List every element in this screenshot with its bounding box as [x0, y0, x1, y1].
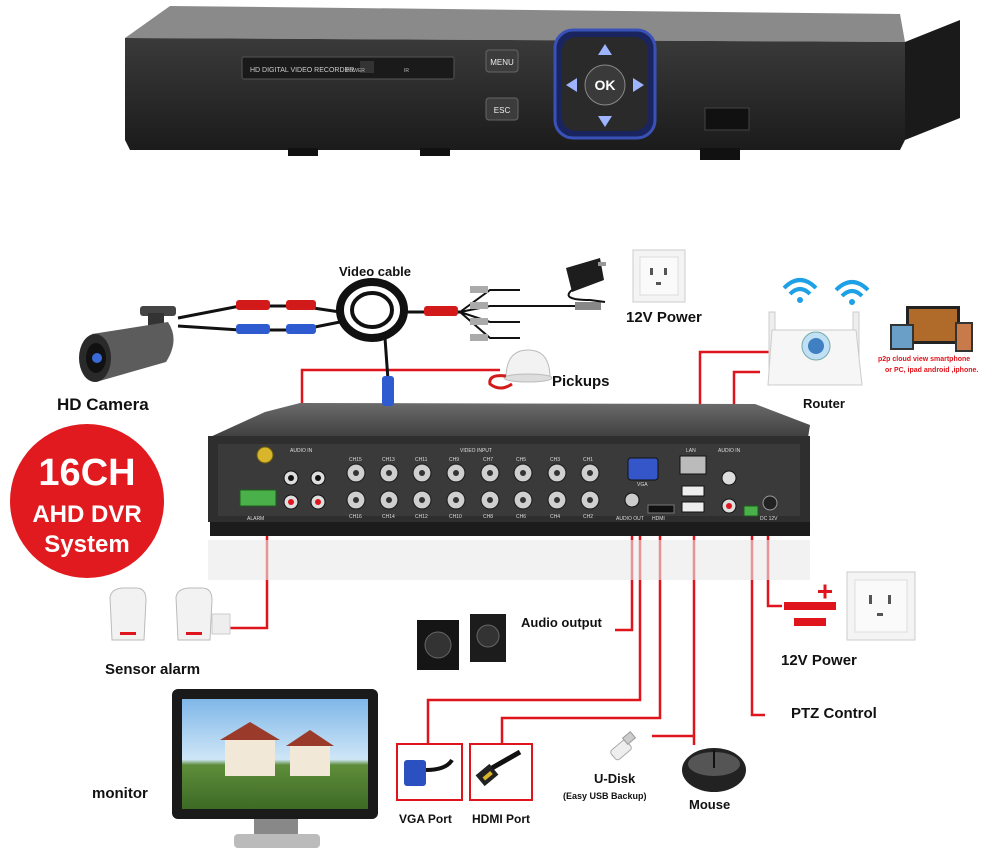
router-label: Router: [803, 396, 845, 411]
p2p-line2: or PC, ipad android ,iphone.: [885, 367, 979, 374]
hd-camera-label: HD Camera: [57, 395, 149, 414]
p2p-devices-icon: [890, 306, 973, 352]
front-display-window: [241, 56, 455, 80]
power-right-label: 12V Power: [781, 652, 857, 669]
video-cable-label: Video cable: [339, 264, 412, 279]
router-icon: [767, 311, 863, 386]
channel-label: CH5: [516, 457, 526, 463]
rear-label-lan: LAN: [686, 448, 696, 454]
power-adapter-icon: [566, 258, 606, 303]
pickups-label: Pickups: [552, 373, 610, 390]
pickup-mic-icon: [488, 349, 553, 390]
channel-label: CH4: [550, 514, 560, 520]
usb-disk-icon: [610, 731, 637, 761]
channel-label: CH7: [483, 457, 493, 463]
video-cable-icon: [177, 278, 601, 406]
channel-label: CH16: [349, 514, 362, 520]
mouse-icon: [682, 748, 746, 792]
rear-panel-text: AUDIO IN VIDEO INPUT VGA LAN AUDIO IN AU…: [247, 448, 778, 522]
wall-socket-icon: [632, 249, 686, 303]
front-ir-text: IR: [404, 68, 409, 74]
channel-label: CH14: [382, 514, 395, 520]
wifi-icon: [782, 278, 870, 298]
rear-label-video-input: VIDEO INPUT: [460, 448, 492, 454]
rear-label-audio-out: AUDIO OUT: [616, 516, 644, 522]
channel-label: CH15: [349, 457, 362, 463]
channel-label: CH12: [415, 514, 428, 520]
channel-label: CH2: [583, 514, 593, 520]
rear-dvr-unit: [208, 403, 810, 580]
channel-label: CH8: [483, 514, 493, 520]
channel-labels-bottom: CH16 CH14 CH12 CH10 CH8 CH6 CH4 CH2: [349, 514, 593, 520]
front-power-text: POWER: [346, 68, 365, 74]
channel-label: CH1: [583, 457, 593, 463]
monitor-icon: [172, 689, 378, 848]
p2p-line1: p2p cloud view smartphone: [878, 356, 971, 363]
camera-icon: [79, 306, 176, 382]
udisk-label: U-Disk: [594, 771, 636, 786]
rear-label-dc: DC 12V: [760, 516, 778, 522]
esc-button-label: ESC: [494, 106, 511, 115]
channel-label: CH11: [415, 457, 428, 463]
ptz-control-label: PTZ Control: [791, 705, 877, 722]
top-dvr-unit: [125, 6, 960, 160]
channel-label: CH9: [449, 457, 459, 463]
wall-socket-icon: [846, 571, 916, 641]
channel-label: CH3: [550, 457, 560, 463]
channel-label: CH10: [449, 514, 462, 520]
rear-label-audio-in-right: AUDIO IN: [718, 448, 741, 454]
hdmi-connector-icon: [475, 749, 522, 787]
rear-label-vga: VGA: [637, 482, 648, 488]
rear-label-hdmi: HDMI: [652, 516, 665, 522]
badge-line1: 16CH: [38, 452, 135, 494]
ok-button-shape: [584, 64, 626, 106]
dc-polarity-icon: [784, 584, 836, 626]
front-display-text: HD DIGITAL VIDEO RECORDER: [250, 67, 354, 74]
channel-labels-top: CH15 CH13 CH11 CH9 CH7 CH5 CH3 CH1: [349, 457, 593, 463]
channel-label: CH6: [516, 514, 526, 520]
ok-button-label: OK: [595, 77, 616, 93]
menu-button-shape: [485, 49, 519, 73]
mouse-label: Mouse: [689, 797, 731, 812]
channel-label: CH13: [382, 457, 395, 463]
pir-sensor-icon: [109, 587, 231, 641]
audio-output-label: Audio output: [521, 615, 602, 630]
esc-button-shape: [485, 97, 519, 121]
rear-label-audio-in: AUDIO IN: [290, 448, 313, 454]
hdmi-port-box: [469, 743, 533, 801]
badge-line2: AHD DVR: [32, 501, 141, 528]
vga-connector-icon: [404, 758, 454, 786]
speaker-icon: [417, 614, 506, 670]
menu-button-label: MENU: [490, 58, 514, 67]
udisk-sub-label: (Easy USB Backup): [563, 791, 647, 801]
hdmi-port-label: HDMI Port: [472, 812, 530, 826]
sensor-alarm-label: Sensor alarm: [105, 661, 201, 678]
power-top-label: 12V Power: [626, 309, 702, 326]
vga-port-label: VGA Port: [399, 812, 452, 826]
rear-label-alarm: ALARM: [247, 516, 264, 522]
monitor-label: monitor: [92, 785, 148, 802]
badge-line3: System: [44, 531, 129, 558]
system-badge: [10, 424, 164, 578]
